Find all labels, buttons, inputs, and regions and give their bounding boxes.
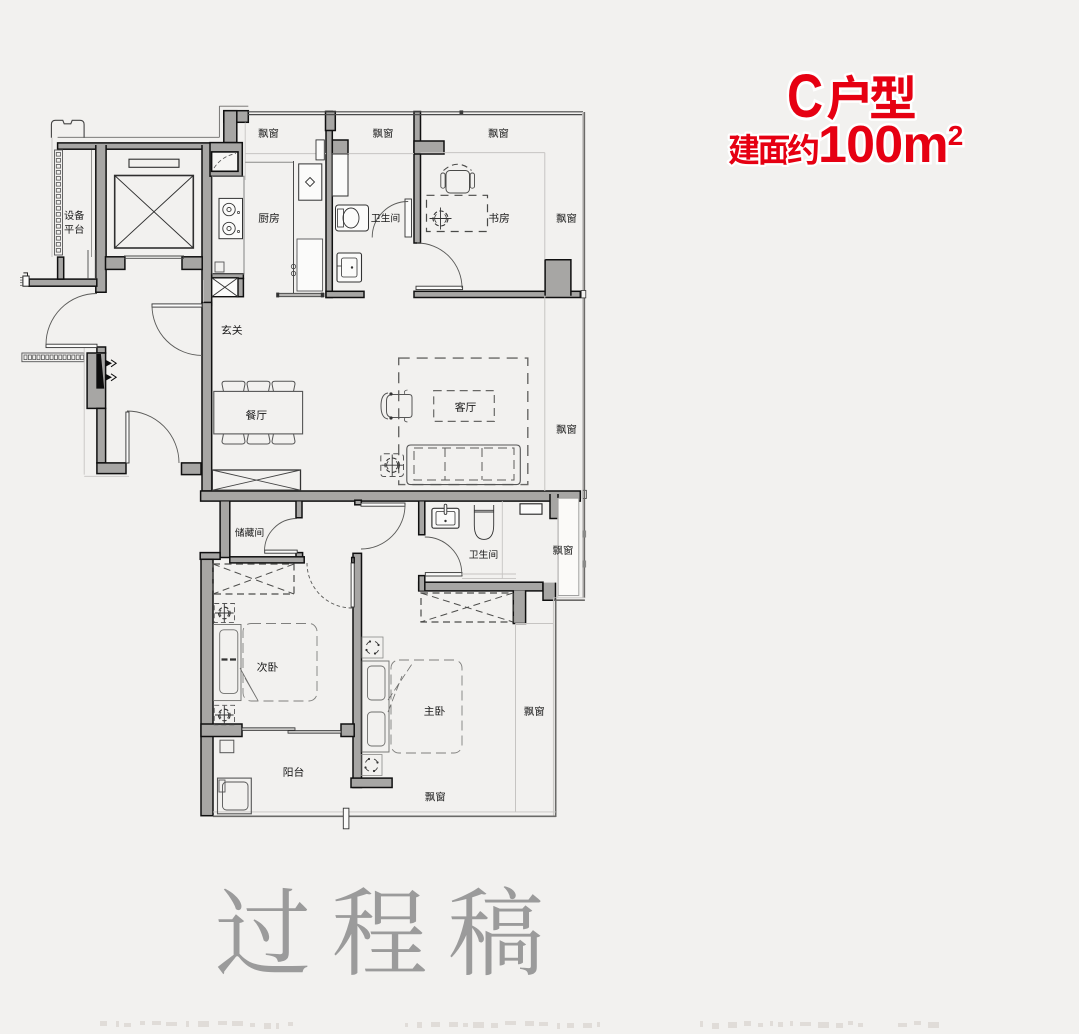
svg-text:C: C	[787, 62, 823, 130]
svg-text:100m2: 100m2	[818, 116, 963, 174]
